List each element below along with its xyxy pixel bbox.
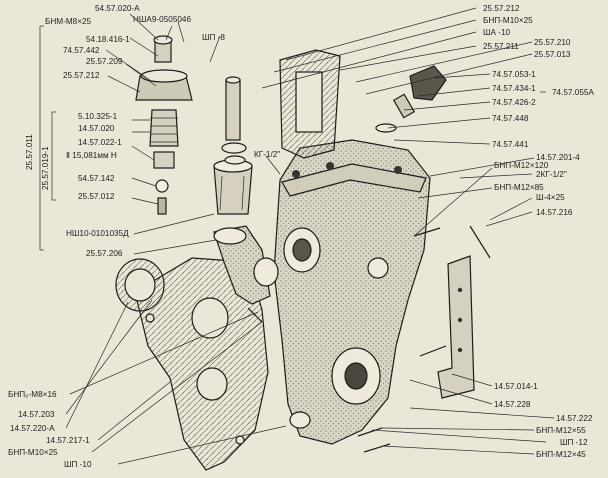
- label-bnp-m12x85: БНП-М12×85: [494, 183, 544, 192]
- label-25-57-019-1: 25.57.019-1: [41, 146, 50, 190]
- label-14-57-201-4: 14.57.201-4: [536, 153, 580, 162]
- label-14-57-020: 14.57.020: [78, 124, 115, 133]
- label-bnp-m12x120: БНП-М12×120: [494, 161, 549, 170]
- label-74-57-441: 74.57.441: [492, 140, 529, 149]
- label-14-57-220-a: 14.57.220-А: [10, 424, 55, 433]
- label-25-57-206: 25.57.206: [86, 249, 123, 258]
- label-14-57-217-1: 14.57.217-1: [46, 436, 90, 445]
- valve-stack-left: [135, 35, 193, 215]
- label-2kg-1-2: 2КГ-1/2": [536, 170, 567, 179]
- label-5-10-325-1: 5.10.325-1: [78, 112, 118, 121]
- label-shp-8: ШП -8: [202, 33, 225, 42]
- label-nsha9: НША9-0505046: [133, 15, 191, 24]
- label-bnp-m10x25-bottom: БНП-М10×25: [8, 448, 58, 457]
- label-74-57-426-2: 74.57.426-2: [492, 98, 536, 107]
- cover-plate-top: [279, 49, 341, 159]
- leader-lines: [39, 7, 555, 465]
- label-14-57-216: 14.57.216: [536, 208, 573, 217]
- gasket-plate: [134, 257, 269, 471]
- filter-cup: [213, 159, 253, 215]
- spring-column-center: [221, 76, 247, 165]
- label-sha-10: ША -10: [483, 28, 511, 37]
- label-74-57-053-1: 74.57.053-1: [492, 70, 536, 79]
- label-74-57-448: 74.57.448: [492, 114, 529, 123]
- bolts: [247, 225, 491, 453]
- label-14-57-222: 14.57.222: [556, 414, 593, 423]
- label-25-57-212-top: 25.57.212: [483, 4, 520, 13]
- label-nsh10: НШ10-0101035Д: [66, 229, 129, 238]
- label-74-57-055a: 74.57.055А: [552, 88, 594, 97]
- callout-labels: 54.57.020-А БНМ-М8×25 НША9-0505046 54.18…: [8, 4, 594, 469]
- bracket-right: [437, 255, 475, 399]
- label-54-57-142: 54.57.142: [78, 174, 115, 183]
- label-ii-15-08: Ⅱ 15,081мм Н: [66, 151, 117, 160]
- label-25-57-013: 25.57.013: [534, 50, 571, 59]
- label-shp-10: ШП -10: [64, 460, 92, 469]
- label-bnp-m10x25-top: БНП-М10×25: [483, 16, 533, 25]
- label-14-57-022-1: 14.57.022-1: [78, 138, 122, 147]
- label-bnp-m12x55: БНП-М12×55: [536, 426, 586, 435]
- label-25-57-210: 25.57.210: [534, 38, 571, 47]
- label-shp-12: ШП -12: [560, 438, 588, 447]
- label-14-57-228: 14.57.228: [494, 400, 531, 409]
- label-bnp0-m8x16: БНП₀-М8×16: [8, 390, 57, 399]
- label-sh-4x25: Ш-4×25: [536, 193, 565, 202]
- round-gasket: [115, 258, 165, 312]
- label-54-57-020-a: 54.57.020-А: [95, 4, 140, 13]
- label-25-57-209: 25.57.209: [86, 57, 123, 66]
- label-74-57-434-1: 74.57.434-1: [492, 84, 536, 93]
- label-25-57-211: 25.57.211: [483, 42, 519, 51]
- label-bnp-m12x45: БНП-М12×45: [536, 450, 586, 459]
- label-14-57-014-1: 14.57.014-1: [494, 382, 538, 391]
- label-74-57-442: 74.57.442: [63, 46, 100, 55]
- label-kg-1-2: КГ-1/2": [254, 150, 280, 159]
- label-25-57-011: 25.57.011: [25, 134, 34, 170]
- valve-right: [375, 65, 447, 133]
- label-25-57-212-left: 25.57.212: [63, 71, 100, 80]
- label-14-57-203: 14.57.203: [18, 410, 55, 419]
- elbow-fitting: [213, 225, 279, 305]
- label-54-18-416-1: 54.18.416-1: [86, 35, 130, 44]
- label-25-57-012: 25.57.012: [78, 192, 115, 201]
- label-bnm-m8x25: БНМ-М8×25: [45, 17, 92, 26]
- main-housing: [273, 139, 431, 445]
